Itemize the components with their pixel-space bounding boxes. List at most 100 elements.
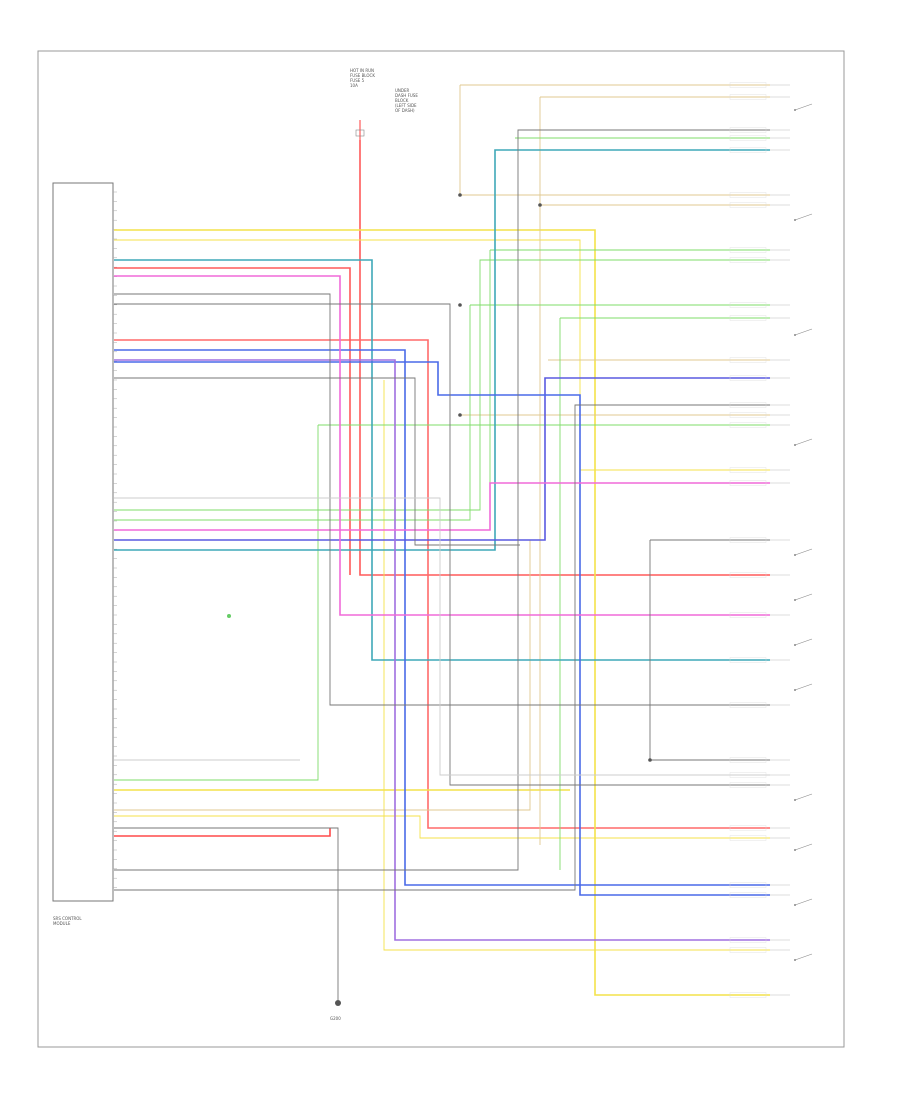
wire-gray-3: [114, 377, 520, 546]
connector-tag: [729, 357, 767, 363]
switch-pivot: [794, 334, 796, 336]
wire-blue-3: [114, 361, 770, 896]
switch-arm: [794, 328, 813, 336]
wire-red-4: [114, 828, 331, 837]
wire-gray-1: [114, 293, 770, 706]
connector-tag: [729, 992, 767, 998]
fuse-icon: [355, 129, 365, 137]
connector-tag: [729, 835, 767, 841]
switch-symbols: [794, 103, 813, 961]
connector-tag: [729, 127, 767, 133]
connector-tag: [729, 612, 767, 618]
wire-green-7: [114, 425, 319, 781]
wire-yellow-4: [114, 815, 770, 839]
switch-pivot: [794, 599, 796, 601]
switch-arm: [794, 103, 813, 111]
connector-tag: [729, 882, 767, 888]
connector-tag: [729, 892, 767, 898]
switch-pivot: [794, 109, 796, 111]
connector-tag: [729, 782, 767, 788]
wire-green-8: [114, 305, 471, 521]
wire-gray-4: [114, 129, 770, 871]
connector-tag: [729, 572, 767, 578]
switch-pivot: [794, 554, 796, 556]
switch-arm: [794, 953, 813, 961]
wire-yellow-5: [383, 380, 770, 951]
connector-tag: [729, 702, 767, 708]
connector-tag: [729, 375, 767, 381]
connector-tag: [729, 947, 767, 953]
wires: [114, 84, 770, 1000]
wire-yellow-1: [114, 229, 770, 996]
diagram-frame: [37, 50, 845, 1048]
fuse-block: [355, 120, 365, 140]
wire-gray-7: [649, 540, 770, 761]
splice-dot: [538, 203, 542, 207]
wire-red-3: [114, 267, 351, 575]
wire-green-10: [114, 250, 491, 531]
switch-pivot: [794, 644, 796, 646]
connector-tag: [729, 247, 767, 253]
connector-tag: [729, 192, 767, 198]
connector-tag: [729, 537, 767, 543]
wire-gray-2: [114, 303, 770, 786]
wire-red-feed: [359, 140, 770, 576]
switch-arm: [794, 548, 813, 556]
right-connectors: [729, 82, 790, 998]
connector-tag: [729, 257, 767, 263]
switch-pivot: [794, 219, 796, 221]
splice-dot: [458, 193, 462, 197]
wire-blue-1: [114, 349, 770, 886]
switch-pivot: [794, 689, 796, 691]
wire-lightgray-1: [114, 497, 770, 776]
wire-tan-9: [114, 540, 531, 811]
switch-pivot: [794, 444, 796, 446]
wire-teal-2: [114, 149, 770, 551]
connector-tag: [729, 94, 767, 100]
switch-arm: [794, 898, 813, 906]
connector-tag: [729, 757, 767, 763]
wire-violet-1: [114, 359, 770, 941]
wire-gray-5: [114, 404, 770, 891]
connector-tag: [729, 772, 767, 778]
switch-pivot: [794, 799, 796, 801]
connector-tag: [729, 147, 767, 153]
switch-arm: [794, 843, 813, 851]
splice-dot: [648, 758, 652, 762]
switch-pivot: [794, 959, 796, 961]
wire-blue-2: [114, 377, 770, 541]
connector-tag: [729, 202, 767, 208]
switch-arm: [794, 793, 813, 801]
connector-tag: [729, 412, 767, 418]
splice-dot: [458, 303, 462, 307]
switch-arm: [794, 638, 813, 646]
connector-tag: [729, 402, 767, 408]
connector-tag: [729, 825, 767, 831]
wire-teal-1: [114, 259, 770, 661]
switch-arm: [794, 213, 813, 221]
connector-tag: [729, 315, 767, 321]
connector-tag: [729, 467, 767, 473]
ground-label: G200: [330, 1016, 341, 1021]
splice-points: [227, 193, 652, 1006]
connector-tag: [729, 480, 767, 486]
wire-gray-8: [114, 827, 339, 1000]
switch-pivot: [794, 904, 796, 906]
wire-yellow-2: [114, 239, 770, 471]
switch-pivot: [794, 849, 796, 851]
splice-dot: [227, 614, 231, 618]
control-module-box: [52, 182, 114, 902]
connector-tag: [729, 937, 767, 943]
connector-tag: [729, 302, 767, 308]
switch-arm: [794, 683, 813, 691]
connector-tag: [729, 657, 767, 663]
connector-tag: [729, 135, 767, 141]
connector-tag: [729, 82, 767, 88]
connector-tag: [729, 422, 767, 428]
switch-arm: [794, 593, 813, 601]
